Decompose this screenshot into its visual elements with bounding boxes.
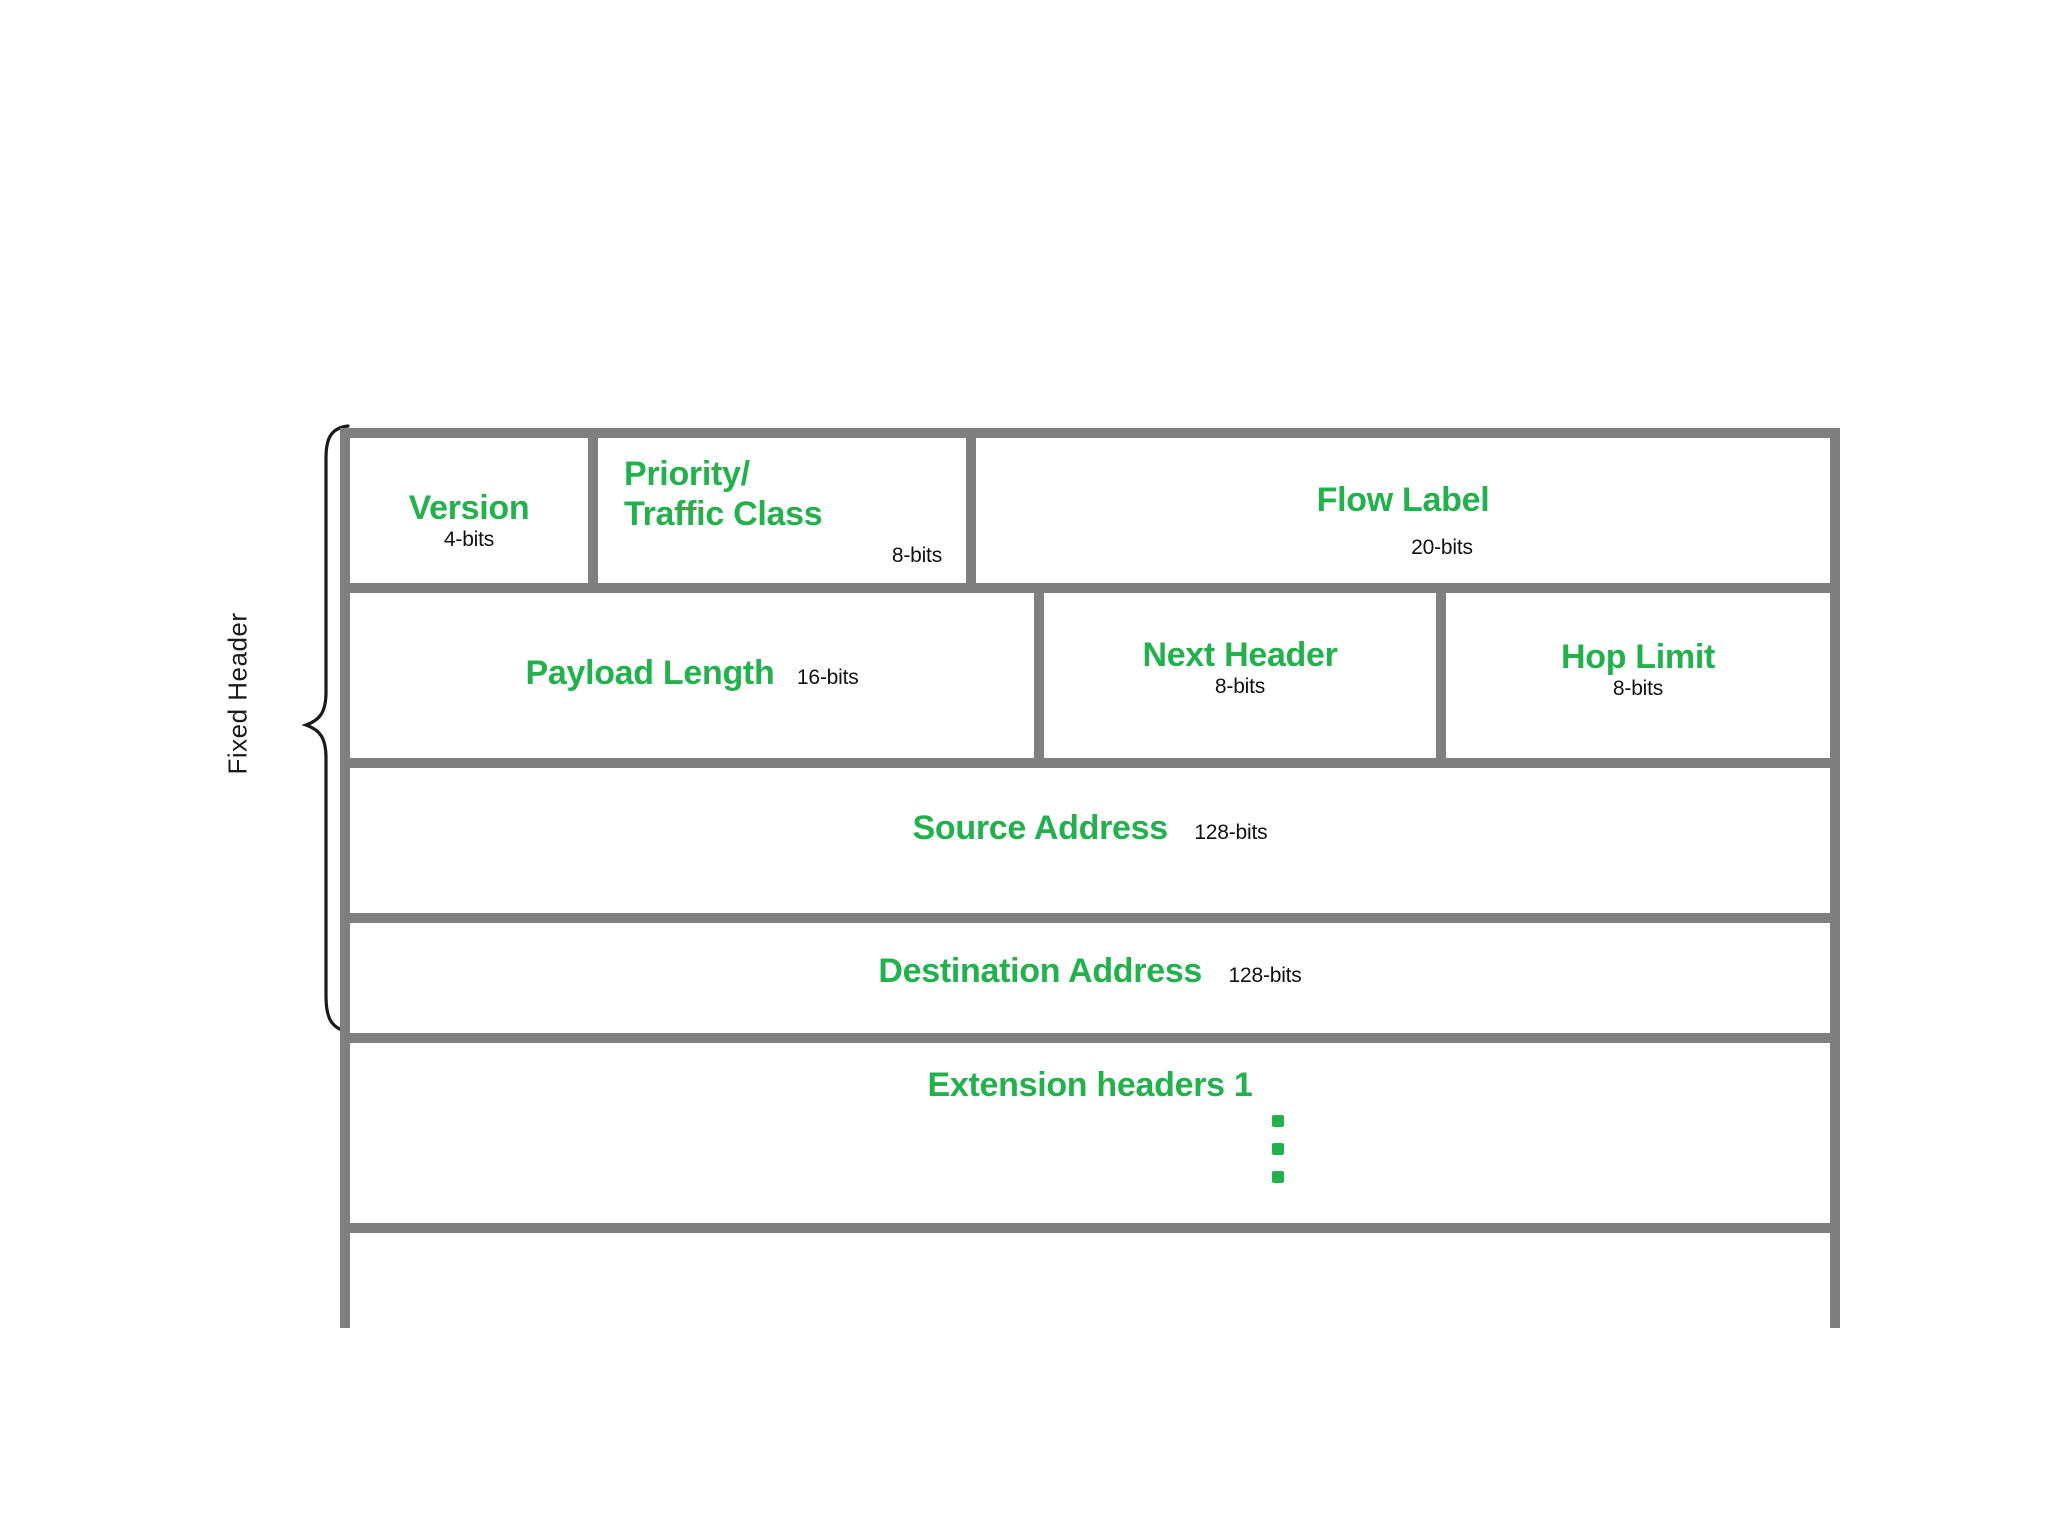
destination-address-label: Destination Address (878, 952, 1203, 990)
flow-label-bits: 20-bits (1411, 536, 1473, 559)
payload-length-label: Payload Length (525, 654, 775, 692)
hop-limit-label: Hop Limit (1560, 638, 1716, 676)
next-header-label: Next Header (1142, 636, 1338, 674)
grid-divider-r1-b (966, 428, 976, 583)
hop-limit-bits: 8-bits (1612, 677, 1664, 701)
grid-line-row4-bottom (340, 1033, 1840, 1043)
fixed-header-label: Fixed Header (222, 612, 253, 775)
version-label: Version (408, 489, 530, 527)
grid-divider-r2-b (1436, 593, 1446, 758)
flow-label-label: Flow Label (1316, 481, 1490, 519)
destination-address-bits: 128-bits (1228, 964, 1302, 987)
cell-next-header: Next Header 8-bits (1044, 593, 1436, 758)
payload-length-bits: 16-bits (796, 666, 859, 689)
source-address-label: Source Address (912, 809, 1169, 847)
grid-line-row3-bottom (340, 913, 1840, 923)
curly-brace-icon (301, 424, 350, 1034)
grid-line-row2-bottom (340, 758, 1840, 768)
cell-payload-area (350, 1233, 1830, 1328)
fixed-header-bracket-group: Fixed Header (195, 420, 355, 1040)
ipv6-header-diagram: Version 4-bits Priority/ Traffic Class 8… (340, 428, 1840, 1328)
cell-payload-length: Payload Length 16-bits (350, 593, 1034, 758)
version-bits: 4-bits (443, 528, 495, 552)
grid-line-top (340, 428, 1840, 438)
traffic-class-label-line2: Traffic Class (624, 495, 823, 534)
cell-source-address: Source Address 128-bits (350, 768, 1830, 913)
extension-headers-label: Extension headers 1 (927, 1066, 1253, 1104)
grid-divider-r2-a (1034, 593, 1044, 758)
traffic-class-label-line1: Priority/ (624, 455, 750, 493)
grid-line-right (1830, 428, 1840, 1328)
grid-line-row5-bottom (340, 1223, 1840, 1233)
cell-traffic-class: Priority/ Traffic Class 8-bits (598, 438, 966, 583)
cell-flow-label: Flow Label 20-bits (976, 438, 1830, 583)
grid-line-left (340, 428, 350, 1328)
next-header-bits: 8-bits (1214, 675, 1266, 699)
cell-version: Version 4-bits (350, 438, 588, 583)
source-address-bits: 128-bits (1194, 821, 1268, 844)
traffic-class-bits: 8-bits (891, 544, 942, 567)
cell-extension-headers: Extension headers 1 (350, 1043, 1830, 1223)
cell-hop-limit: Hop Limit 8-bits (1446, 593, 1830, 758)
grid-divider-r1-a (588, 428, 598, 583)
vertical-ellipsis-icon (1269, 1115, 1287, 1199)
grid-line-row1-bottom (340, 583, 1840, 593)
cell-destination-address: Destination Address 128-bits (350, 923, 1830, 1033)
